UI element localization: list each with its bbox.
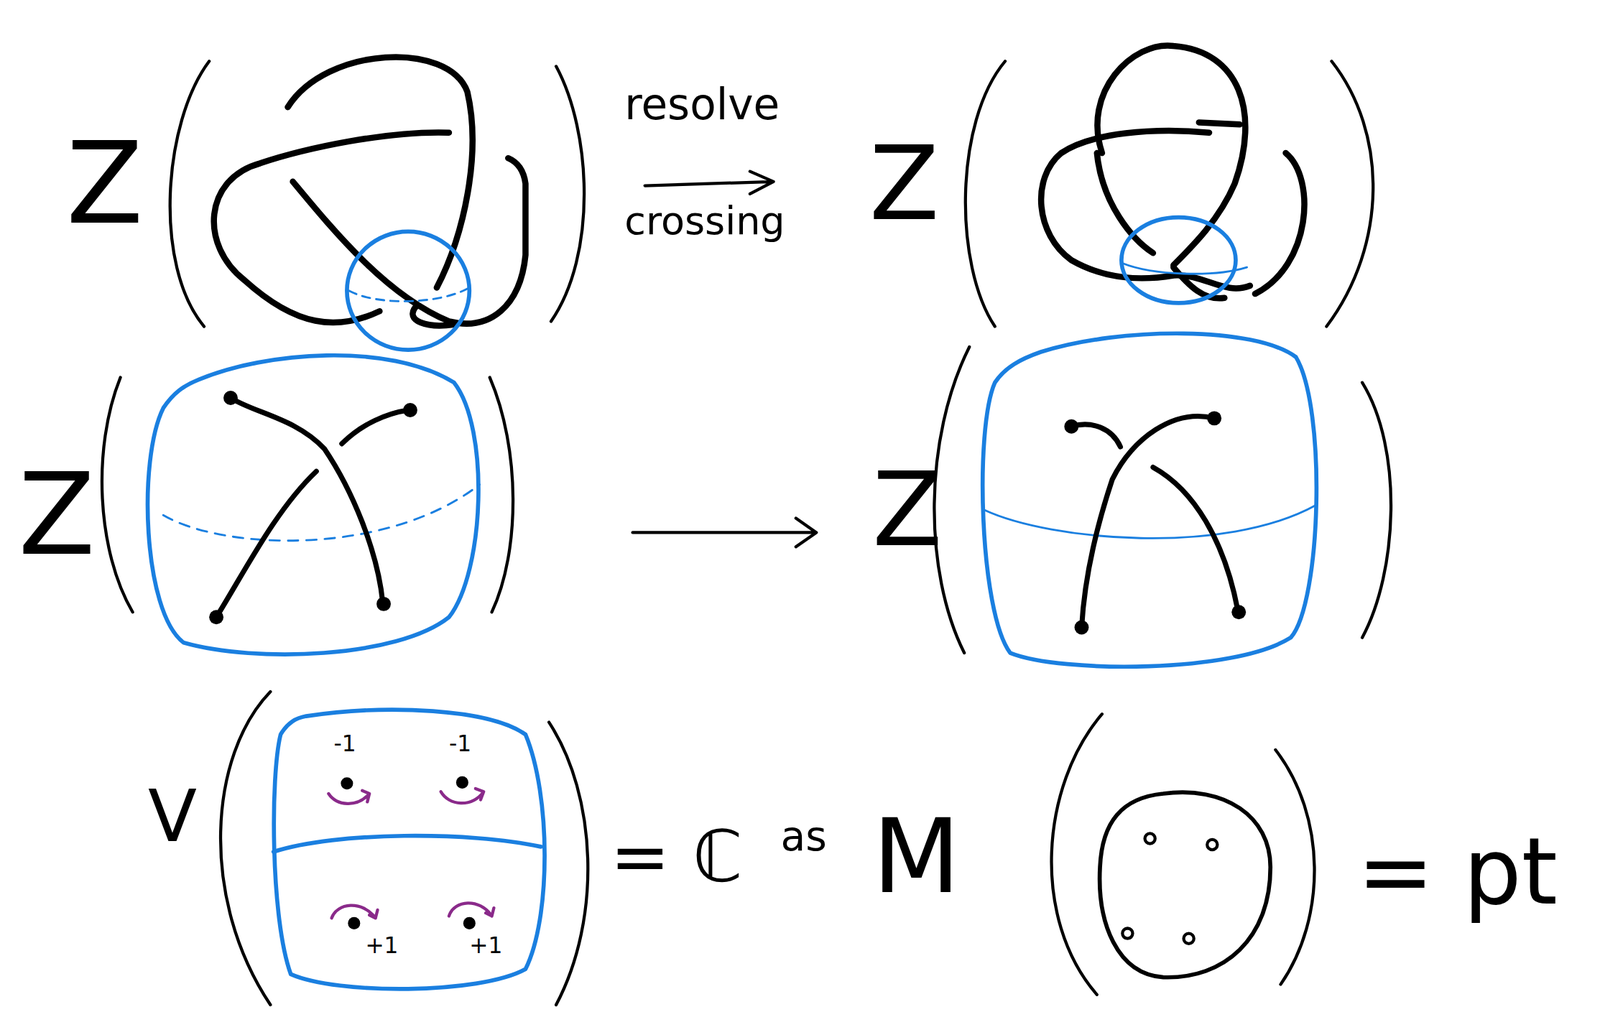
equation-text: = ℂ: [609, 821, 743, 893]
connective-text: as: [780, 816, 827, 858]
equation-text: = pt: [1357, 826, 1558, 919]
math-symbol: Z: [18, 459, 96, 572]
math-symbol: Z: [869, 132, 940, 235]
math-symbol: V: [148, 780, 197, 853]
charge-label: +1: [469, 934, 503, 957]
arrow-label: crossing: [624, 201, 785, 241]
charge-label: +1: [364, 934, 399, 957]
charge-label: -1: [333, 732, 356, 756]
math-symbol: Z: [872, 459, 942, 562]
arrow-label: resolve: [624, 83, 780, 127]
charge-label: -1: [449, 732, 472, 756]
math-symbol: M: [872, 806, 961, 909]
math-symbol: Z: [66, 127, 143, 240]
